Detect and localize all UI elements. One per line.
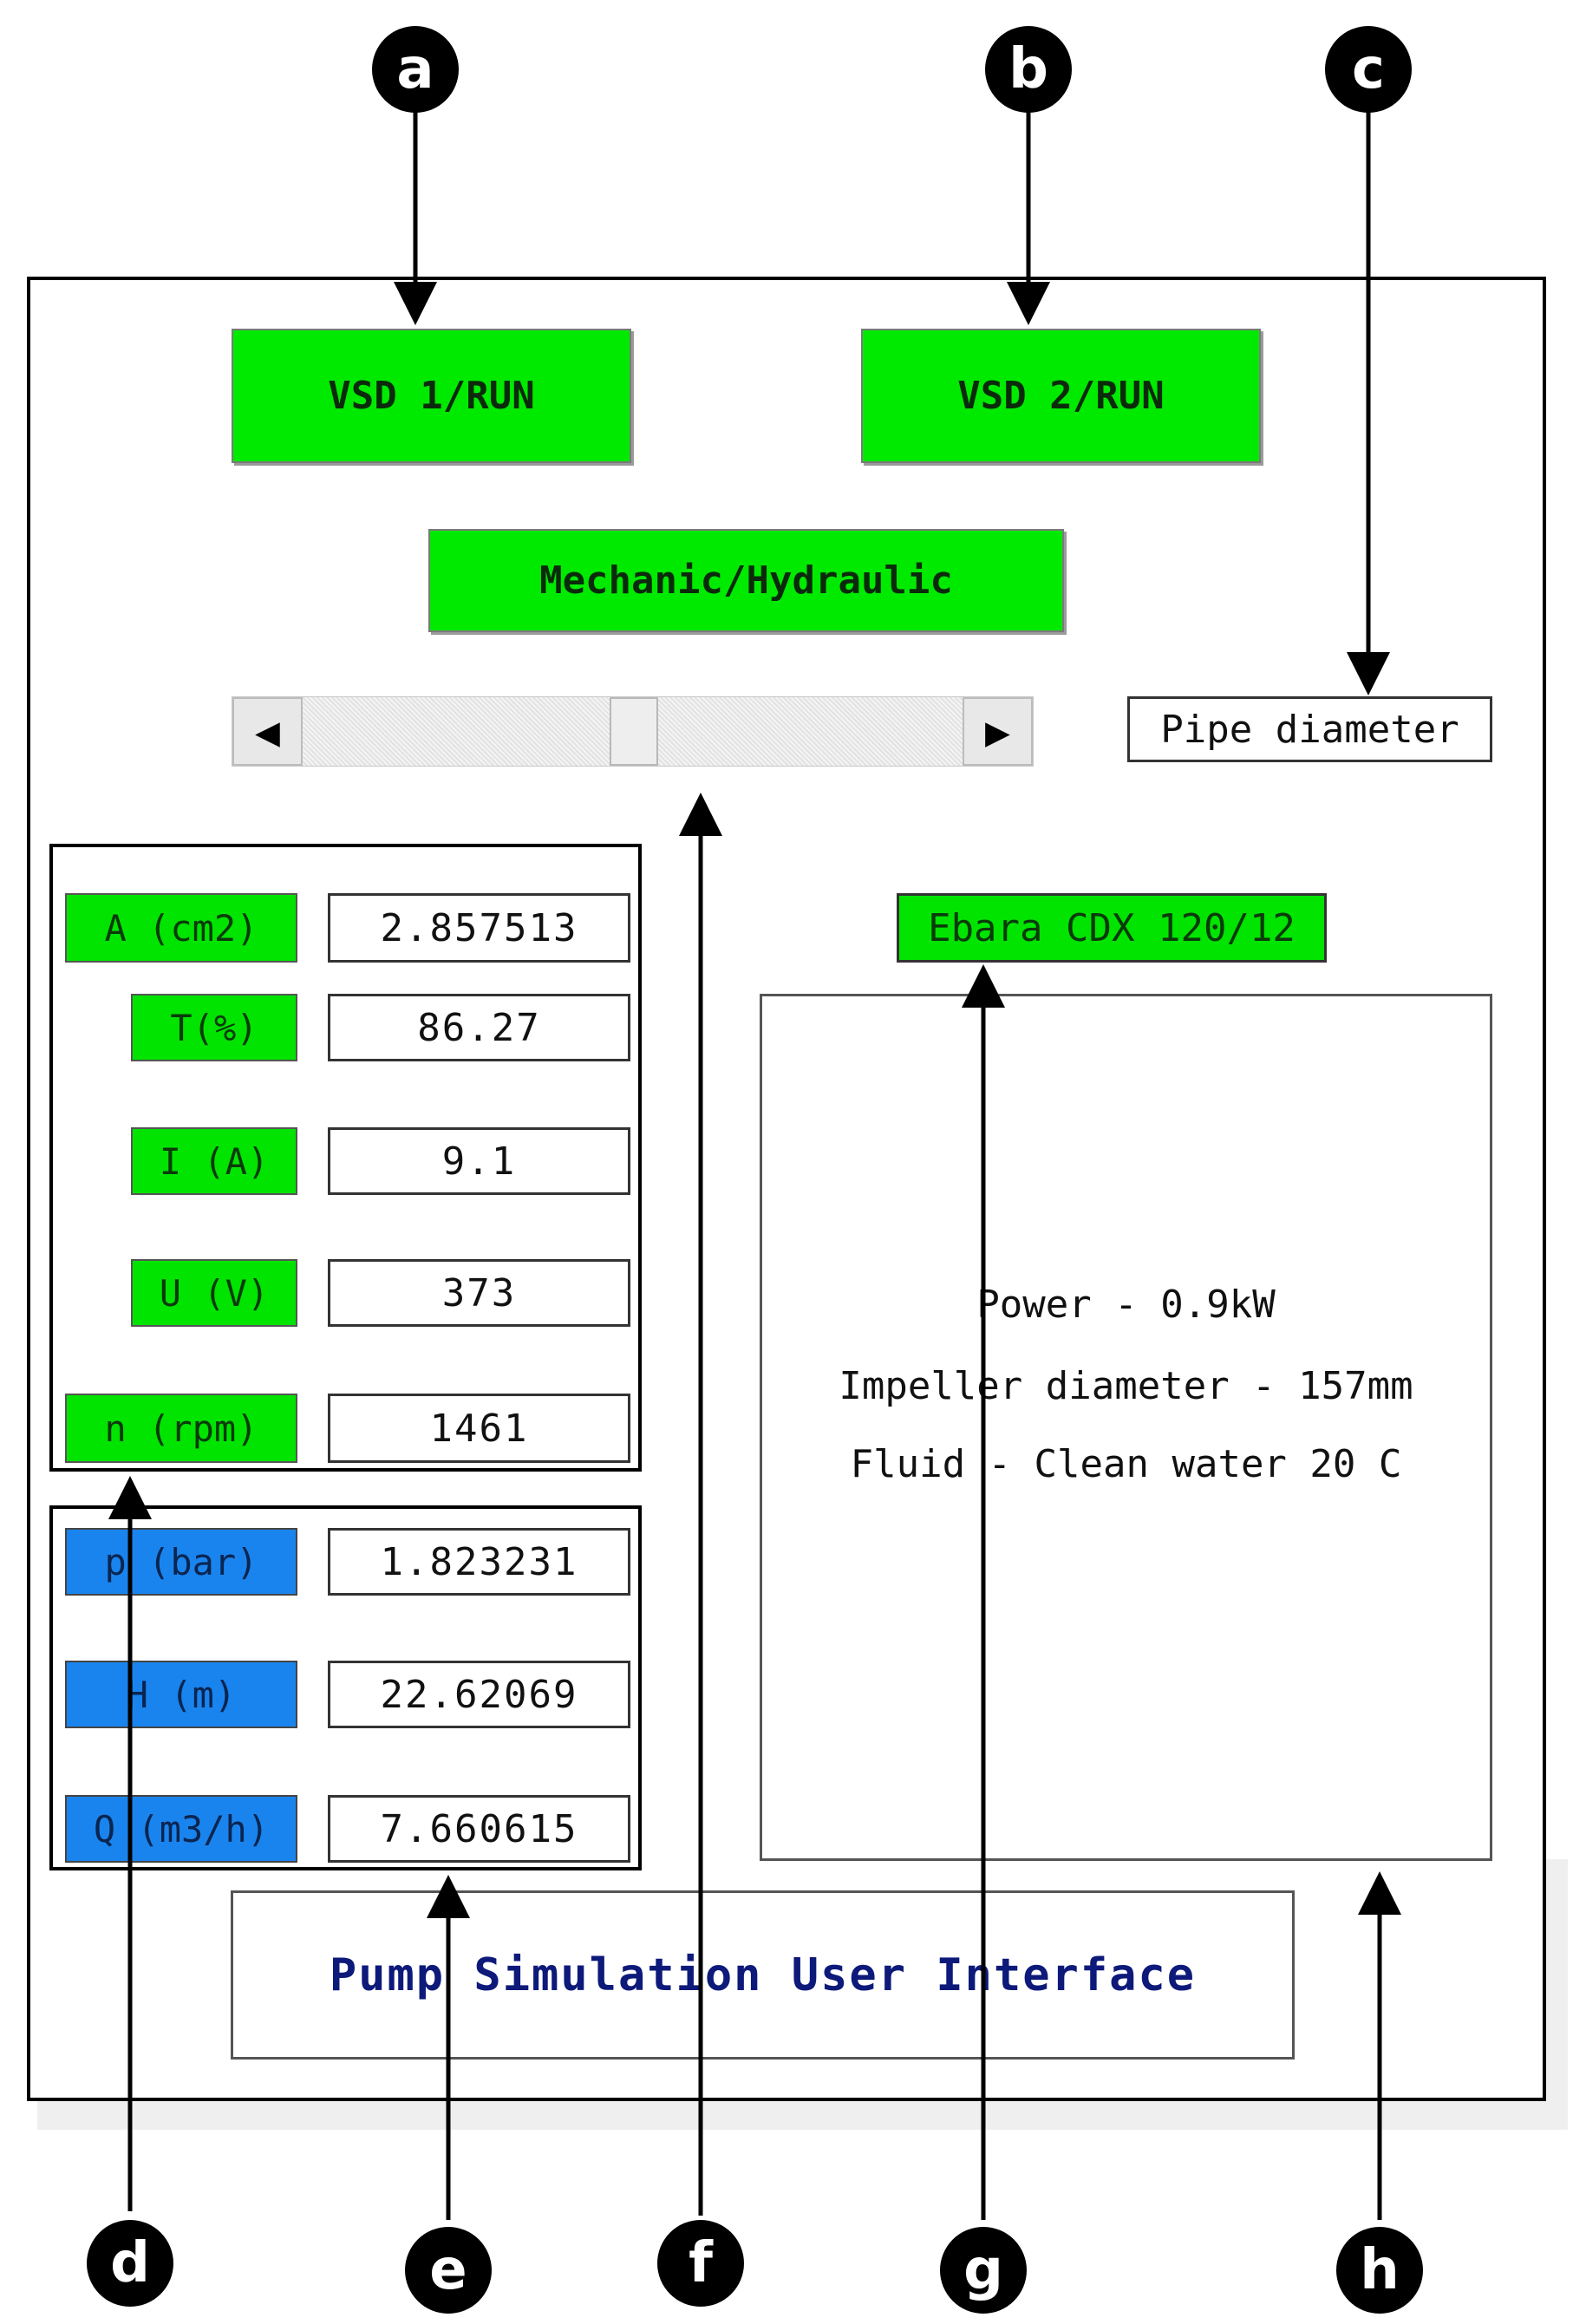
label-voltage: U (V)	[131, 1259, 297, 1327]
callout-g: g	[940, 2227, 1027, 2314]
callout-a: a	[372, 26, 459, 113]
scroll-left-arrow-icon[interactable]: ◀	[232, 697, 303, 766]
callout-f: f	[657, 2220, 744, 2307]
label-head: H (m)	[65, 1661, 297, 1728]
label-current: I (A)	[131, 1127, 297, 1195]
value-voltage[interactable]: 373	[328, 1259, 630, 1327]
pump-model-label: Ebara CDX 120/12	[897, 893, 1327, 963]
app-title: Pump Simulation User Interface	[231, 1890, 1295, 2060]
value-speed[interactable]: 1461	[328, 1394, 630, 1463]
pump-info-box: Power - 0.9kW Impeller diameter - 157mm …	[760, 994, 1492, 1861]
label-area: A (cm2)	[65, 893, 297, 963]
vsd1-run-button[interactable]: VSD 1/RUN	[232, 329, 631, 463]
callout-h: h	[1336, 2227, 1423, 2314]
label-torque: T(%)	[131, 994, 297, 1061]
value-area[interactable]: 2.857513	[328, 893, 630, 963]
label-pressure: p (bar)	[65, 1528, 297, 1596]
callout-b: b	[985, 26, 1072, 113]
value-pressure[interactable]: 1.823231	[328, 1528, 630, 1596]
pipe-diameter-label: Pipe diameter	[1127, 696, 1492, 762]
mechanic-hydraulic-button[interactable]: Mechanic/Hydraulic	[428, 529, 1064, 632]
pipe-diameter-scrollbar[interactable]: ◀ ▶	[232, 696, 1034, 767]
value-torque[interactable]: 86.27	[328, 994, 630, 1061]
value-current[interactable]: 9.1	[328, 1127, 630, 1195]
pump-fluid-text: Fluid - Clean water 20 C	[850, 1442, 1402, 1486]
scroll-right-arrow-icon[interactable]: ▶	[963, 697, 1033, 766]
label-flow: Q (m3/h)	[65, 1795, 297, 1863]
label-speed: n (rpm)	[65, 1394, 297, 1463]
callout-c: c	[1325, 26, 1412, 113]
scroll-thumb[interactable]	[609, 697, 658, 766]
value-head[interactable]: 22.62069	[328, 1661, 630, 1728]
vsd2-run-button[interactable]: VSD 2/RUN	[861, 329, 1261, 463]
pump-power-text: Power - 0.9kW	[976, 1283, 1276, 1327]
value-flow[interactable]: 7.660615	[328, 1795, 630, 1863]
callout-e: e	[405, 2227, 492, 2314]
callout-d: d	[87, 2220, 173, 2307]
pump-impeller-text: Impeller diameter - 157mm	[839, 1364, 1413, 1408]
